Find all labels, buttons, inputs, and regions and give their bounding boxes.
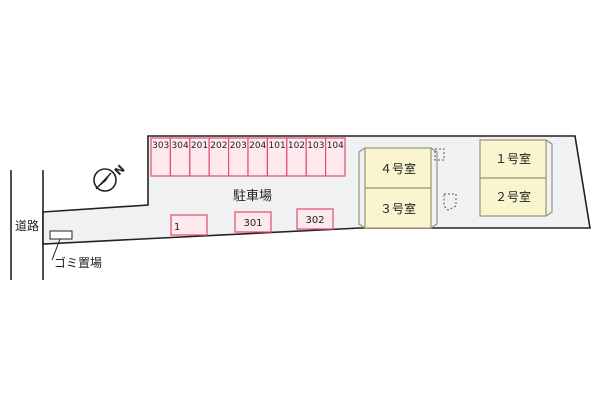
parking-label-102: 102 (288, 141, 305, 151)
building-left-wall-right (430, 147, 438, 229)
parking-label-103: 103 (307, 141, 324, 151)
parking-space-104 (325, 137, 346, 177)
dashed-marker-lower (443, 193, 457, 211)
room-2-box (479, 177, 547, 217)
room-2-label: ２号室 (495, 189, 531, 204)
building-left-wall (358, 147, 366, 229)
parking-space-301 (234, 211, 272, 233)
parking-label-1: 1 (174, 222, 180, 233)
room-1-box (479, 139, 547, 179)
north-arrow-icon: N (93, 162, 128, 192)
parking-lot-label: 駐車場 (233, 189, 272, 204)
room-3-box (364, 187, 432, 229)
parking-label-204: 204 (249, 141, 266, 151)
garbage-area-box (49, 230, 73, 240)
parking-label-202: 202 (210, 141, 227, 151)
parking-label-203: 203 (230, 141, 247, 151)
parking-space-1 (170, 214, 208, 236)
parking-label-201: 201 (191, 141, 208, 151)
garbage-leader-line (51, 238, 61, 261)
room-3-label: ３号室 (380, 201, 416, 216)
room-4-label: ４号室 (380, 161, 416, 176)
parking-label-101: 101 (269, 141, 286, 151)
building-right: １号室 ２号室 (479, 139, 553, 217)
parking-label-303: 303 (152, 141, 169, 151)
parking-label-304: 304 (172, 141, 189, 151)
garbage-area-label: ゴミ置場 (54, 255, 102, 270)
parking-label-104: 104 (327, 141, 344, 151)
parking-label-302: 302 (305, 215, 324, 226)
parking-label-301: 301 (243, 218, 262, 229)
building-right-wall (545, 139, 553, 217)
parking-space-302 (296, 208, 334, 230)
room-4-box (364, 147, 432, 189)
building-left: ４号室 ３号室 (358, 147, 438, 229)
dashed-marker-upper (434, 148, 445, 161)
room-1-label: １号室 (495, 151, 531, 166)
road-label: 道路 (15, 218, 39, 233)
